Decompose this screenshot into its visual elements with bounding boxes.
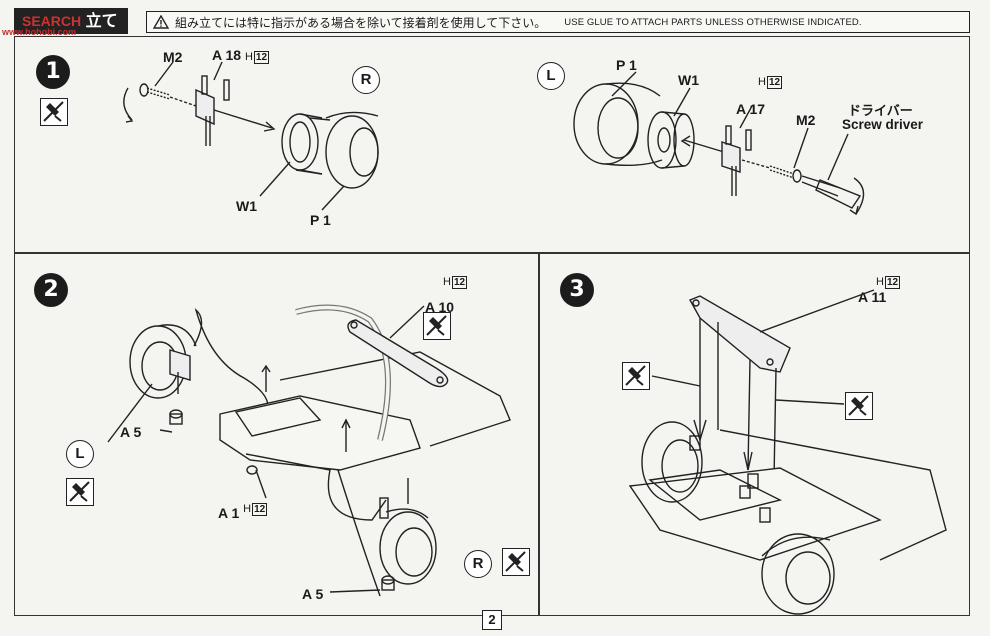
step2-number: 2 bbox=[34, 273, 68, 307]
label-a18-h: H bbox=[244, 51, 253, 63]
label-p1-left: P 1 bbox=[616, 57, 637, 73]
step1-number: 1 bbox=[36, 55, 70, 89]
no-glue-icon bbox=[845, 392, 873, 420]
label-a18-text: A 18 bbox=[212, 47, 242, 63]
glue-notice-bar: 組み立てには特に指示がある場合を除いて接着剤を使用して下さい。 USE GLUE… bbox=[146, 11, 970, 33]
no-glue-icon bbox=[66, 478, 94, 506]
watermark-site: www.hohobi.com bbox=[2, 27, 77, 37]
no-glue-icon bbox=[502, 548, 530, 576]
no-glue-icon bbox=[622, 362, 650, 390]
label-w1-left: W1 bbox=[678, 72, 699, 88]
label-m2-left: M2 bbox=[796, 112, 816, 128]
label-w1: W1 bbox=[236, 198, 257, 214]
label-driver-jp: ドライバー bbox=[848, 103, 913, 118]
no-glue-icon bbox=[40, 98, 68, 126]
side-marker-left: L bbox=[66, 440, 94, 468]
label-a1-h: H bbox=[243, 503, 252, 515]
warning-triangle-icon bbox=[153, 15, 169, 29]
step1-panel bbox=[14, 36, 970, 254]
label-m2: M2 bbox=[163, 49, 183, 65]
label-a18-hbox: 12 bbox=[253, 51, 270, 64]
watermark-text: SEARCH bbox=[22, 13, 82, 29]
glue-notice-jp: 組み立てには特に指示がある場合を除いて接着剤を使用して下さい。 bbox=[175, 15, 547, 30]
step3-drawing bbox=[628, 289, 947, 615]
label-a11-hbox: 12 bbox=[884, 276, 901, 289]
label-a10-hbox: 12 bbox=[451, 276, 468, 289]
label-driver-en: Screw driver bbox=[842, 117, 924, 132]
side-marker-right: R bbox=[464, 550, 492, 578]
section-title-text: 立て bbox=[85, 13, 118, 30]
page-number: 2 bbox=[482, 610, 502, 630]
label-a1-text: A 1 bbox=[218, 505, 240, 521]
glue-notice-en: USE GLUE TO ATTACH PARTS UNLESS OTHERWIS… bbox=[564, 16, 862, 28]
section-title: SEARCH 立て bbox=[14, 8, 128, 34]
label-a10-h: H bbox=[443, 276, 451, 288]
label-a5-bottom: A 5 bbox=[302, 586, 324, 602]
no-glue-icon bbox=[423, 312, 451, 340]
step1-left-drawing bbox=[573, 71, 865, 216]
label-a1-hbox: 12 bbox=[252, 503, 268, 516]
label-p1: P 1 bbox=[310, 212, 331, 228]
instruction-header: SEARCH 立て 組み立てには特に指示がある場合を除いて接着剤を使用して下さい… bbox=[14, 8, 970, 34]
step3-number: 3 bbox=[560, 273, 594, 307]
side-marker-right: R bbox=[352, 66, 380, 94]
step2-panel bbox=[14, 252, 540, 616]
label-a11-h: H bbox=[876, 276, 884, 288]
label-a17-hbox: 12 bbox=[766, 76, 783, 89]
side-marker-left: L bbox=[537, 62, 565, 90]
label-a10-text: A 10 bbox=[425, 299, 455, 315]
step1-right-drawing bbox=[123, 61, 379, 211]
label-a17-h: H bbox=[758, 76, 766, 88]
step2-drawing bbox=[107, 304, 511, 597]
label-a5-top: A 5 bbox=[120, 424, 142, 440]
step3-panel bbox=[538, 252, 970, 616]
